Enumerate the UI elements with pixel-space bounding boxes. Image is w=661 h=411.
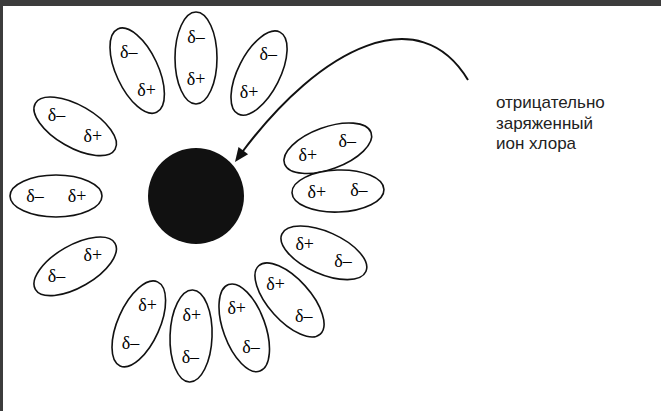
partial-charge: δ– — [295, 307, 312, 325]
dipole-ellipse — [291, 168, 384, 213]
partial-charge: δ– — [187, 28, 204, 46]
water-dipole: δ+ δ– — [290, 168, 386, 214]
water-dipole: δ– δ+ — [108, 26, 166, 115]
partial-charge: δ+ — [298, 146, 317, 164]
dipole-ellipse — [99, 20, 176, 121]
partial-charge: δ– — [120, 43, 137, 61]
partial-charge: δ– — [48, 267, 65, 285]
ion-caption: отрицательно заряженный ион хлора — [496, 93, 605, 155]
partial-charge: δ+ — [84, 127, 103, 145]
partial-charge: δ– — [339, 132, 356, 150]
partial-charge: δ+ — [183, 306, 202, 324]
partial-charge: δ– — [182, 348, 199, 366]
water-dipole: δ– δ+ — [32, 95, 118, 158]
partial-charge: δ+ — [266, 275, 285, 293]
partial-charge: δ– — [350, 181, 367, 199]
partial-charge: δ+ — [240, 83, 259, 101]
dipole-outline — [173, 10, 219, 106]
partial-charge: δ– — [122, 334, 139, 352]
dipole-ellipse — [24, 85, 125, 167]
dipole-ellipse — [10, 175, 102, 217]
water-dipole: δ+ δ– — [110, 279, 168, 369]
partial-charge: δ– — [48, 106, 65, 124]
partial-charge: δ– — [242, 338, 259, 356]
partial-charge: δ+ — [68, 187, 87, 205]
water-dipole: δ– δ+ — [8, 173, 104, 219]
dipole-outline — [108, 26, 166, 115]
dipole-ellipse — [208, 277, 279, 378]
partial-charge: δ+ — [137, 81, 156, 99]
partial-charge: δ+ — [187, 70, 206, 88]
partial-charge: δ– — [26, 187, 43, 205]
partial-charge: δ– — [334, 252, 351, 270]
water-dipole: δ+ δ– — [168, 288, 214, 384]
water-dipole: δ– δ+ — [173, 10, 219, 106]
dipole-outline — [282, 121, 374, 175]
dipole-outline — [32, 95, 118, 158]
dipole-outline — [8, 173, 104, 219]
dipole-outline — [229, 29, 289, 117]
water-dipole: δ+ δ– — [217, 282, 271, 374]
dipole-outline — [168, 288, 214, 384]
dipole-ellipse — [101, 273, 177, 374]
dipole-ellipse — [219, 23, 298, 124]
water-dipole: δ– δ+ — [282, 121, 374, 175]
dipole-outline — [290, 168, 386, 214]
partial-charge: δ– — [259, 45, 276, 63]
dipole-ellipse — [24, 225, 125, 307]
chloride-ion — [148, 148, 244, 244]
arrow-head — [235, 147, 248, 162]
partial-charge: δ+ — [138, 296, 157, 314]
partial-charge: δ+ — [295, 235, 314, 253]
dipole-outline — [110, 279, 168, 369]
dipole-outline — [217, 282, 271, 374]
dipole-outline — [32, 235, 118, 298]
top-border — [0, 0, 661, 6]
pointer-arrow — [240, 39, 468, 155]
dipole-ellipse — [175, 12, 217, 104]
partial-charge: δ+ — [84, 246, 103, 264]
water-dipole: δ– δ+ — [229, 29, 289, 117]
left-border — [0, 0, 3, 411]
water-dipole: δ+ δ– — [32, 235, 118, 298]
partial-charge: δ+ — [227, 299, 246, 317]
dipole-ellipse — [169, 289, 214, 382]
partial-charge: δ+ — [308, 183, 327, 201]
